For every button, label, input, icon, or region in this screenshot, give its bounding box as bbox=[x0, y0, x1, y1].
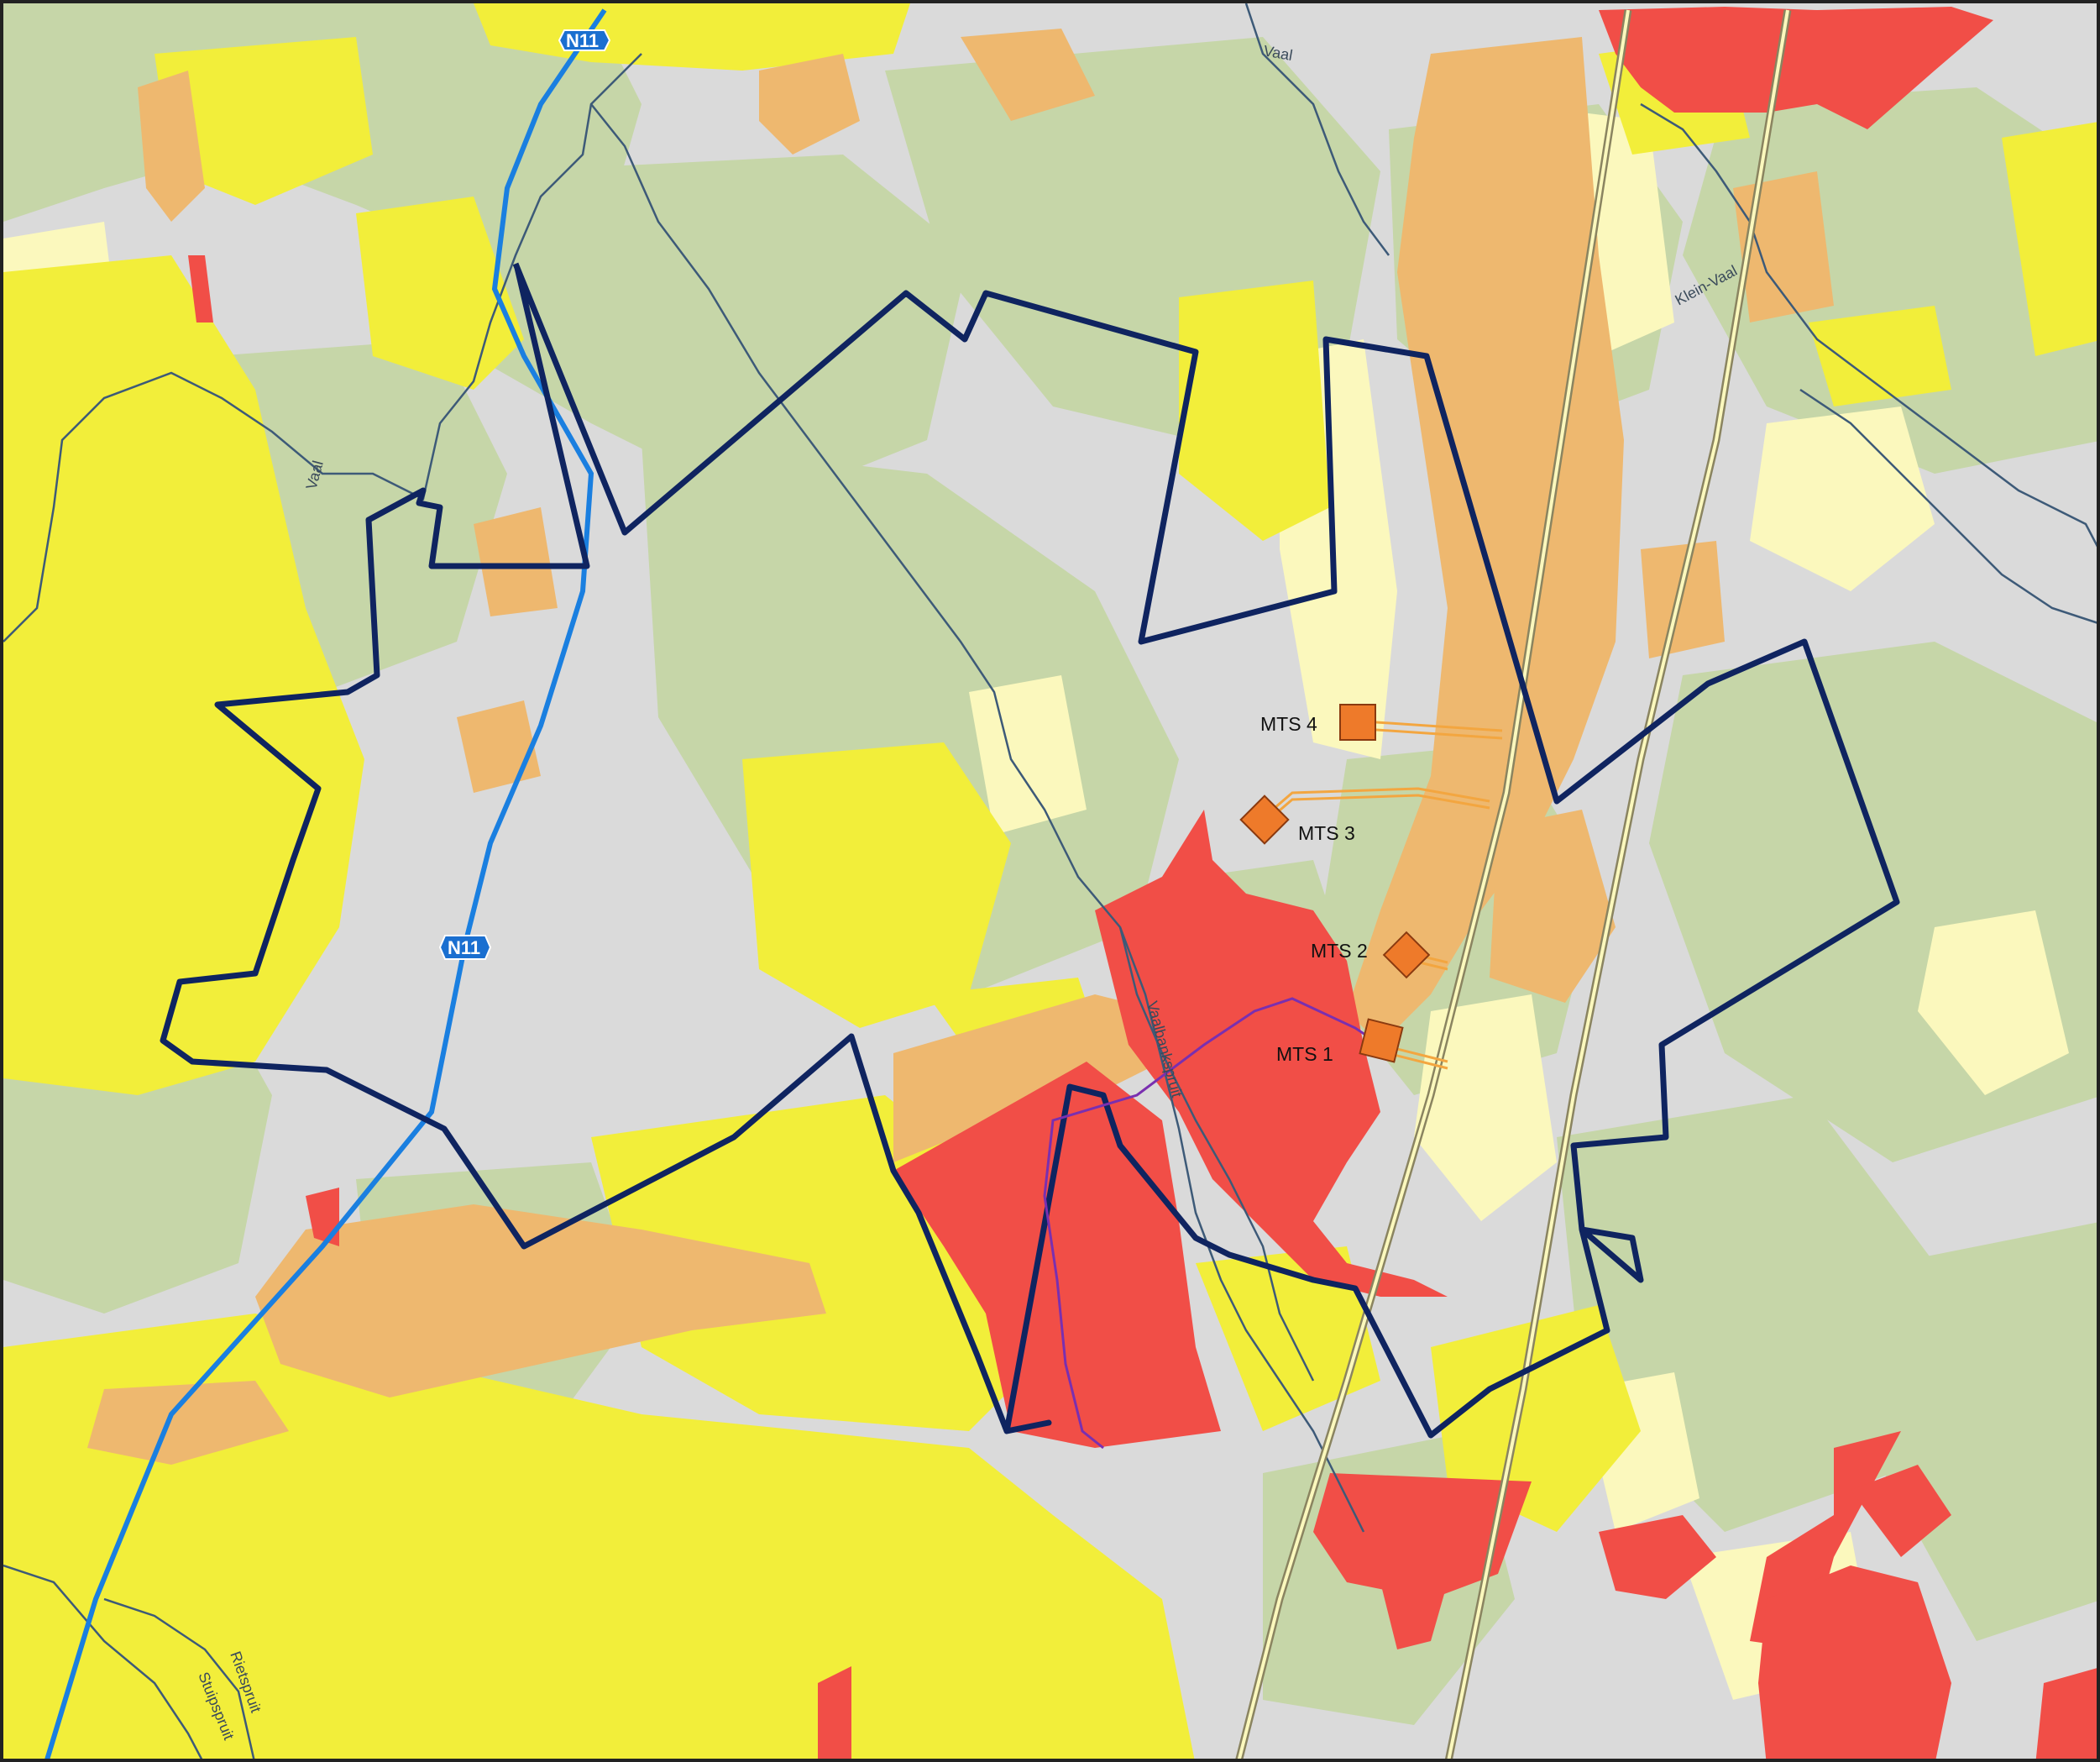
substation-mts-3[interactable]: MTS 3 bbox=[1239, 794, 1355, 845]
svg-text:N11: N11 bbox=[566, 30, 599, 51]
rietspruit-river bbox=[103, 1597, 255, 1759]
n11-national-road bbox=[45, 8, 607, 1759]
substation-mts-2[interactable]: MTS 2 bbox=[1311, 931, 1431, 979]
rivers bbox=[3, 3, 2097, 1759]
stuipspruit-river bbox=[3, 1564, 203, 1759]
map-svg: MTS 4 MTS 3 MTS 2 MTS 1 N11 N11 Vaal Vaa… bbox=[3, 3, 2097, 1759]
substation-label: MTS 1 bbox=[1276, 1043, 1333, 1065]
road-shield-icon bbox=[438, 935, 492, 960]
substation-label: MTS 4 bbox=[1260, 713, 1317, 735]
substation-mts-4[interactable]: MTS 4 bbox=[1260, 704, 1376, 741]
purple-powerline bbox=[1043, 997, 1381, 1450]
square-substation-icon bbox=[1339, 704, 1376, 741]
diamond-substation-icon bbox=[1359, 1018, 1404, 1063]
vaalbankspruit-river bbox=[1118, 926, 1315, 1382]
diamond-substation-icon bbox=[1239, 794, 1290, 845]
svg-text:N11: N11 bbox=[448, 937, 480, 958]
very-high-sensitivity-red-areas bbox=[188, 7, 2097, 1759]
vaal-river-main bbox=[590, 103, 1365, 1533]
railways bbox=[1235, 9, 1792, 1759]
project-boundary bbox=[160, 262, 1900, 1439]
diamond-substation-icon bbox=[1382, 931, 1431, 979]
substation-label: MTS 2 bbox=[1311, 940, 1368, 962]
substation-mts-1[interactable]: MTS 1 bbox=[1276, 1018, 1404, 1065]
eastern-river bbox=[1799, 388, 2097, 624]
klein-vaal-river bbox=[1640, 102, 2097, 548]
vaal-river-west bbox=[3, 53, 642, 642]
road-shield-n11-north: N11 bbox=[558, 29, 611, 51]
road-shield-icon bbox=[558, 29, 611, 51]
road-shield-n11-south: N11 bbox=[438, 935, 492, 960]
vaal-river-north bbox=[1244, 3, 1390, 256]
substation-label: MTS 3 bbox=[1298, 822, 1355, 844]
